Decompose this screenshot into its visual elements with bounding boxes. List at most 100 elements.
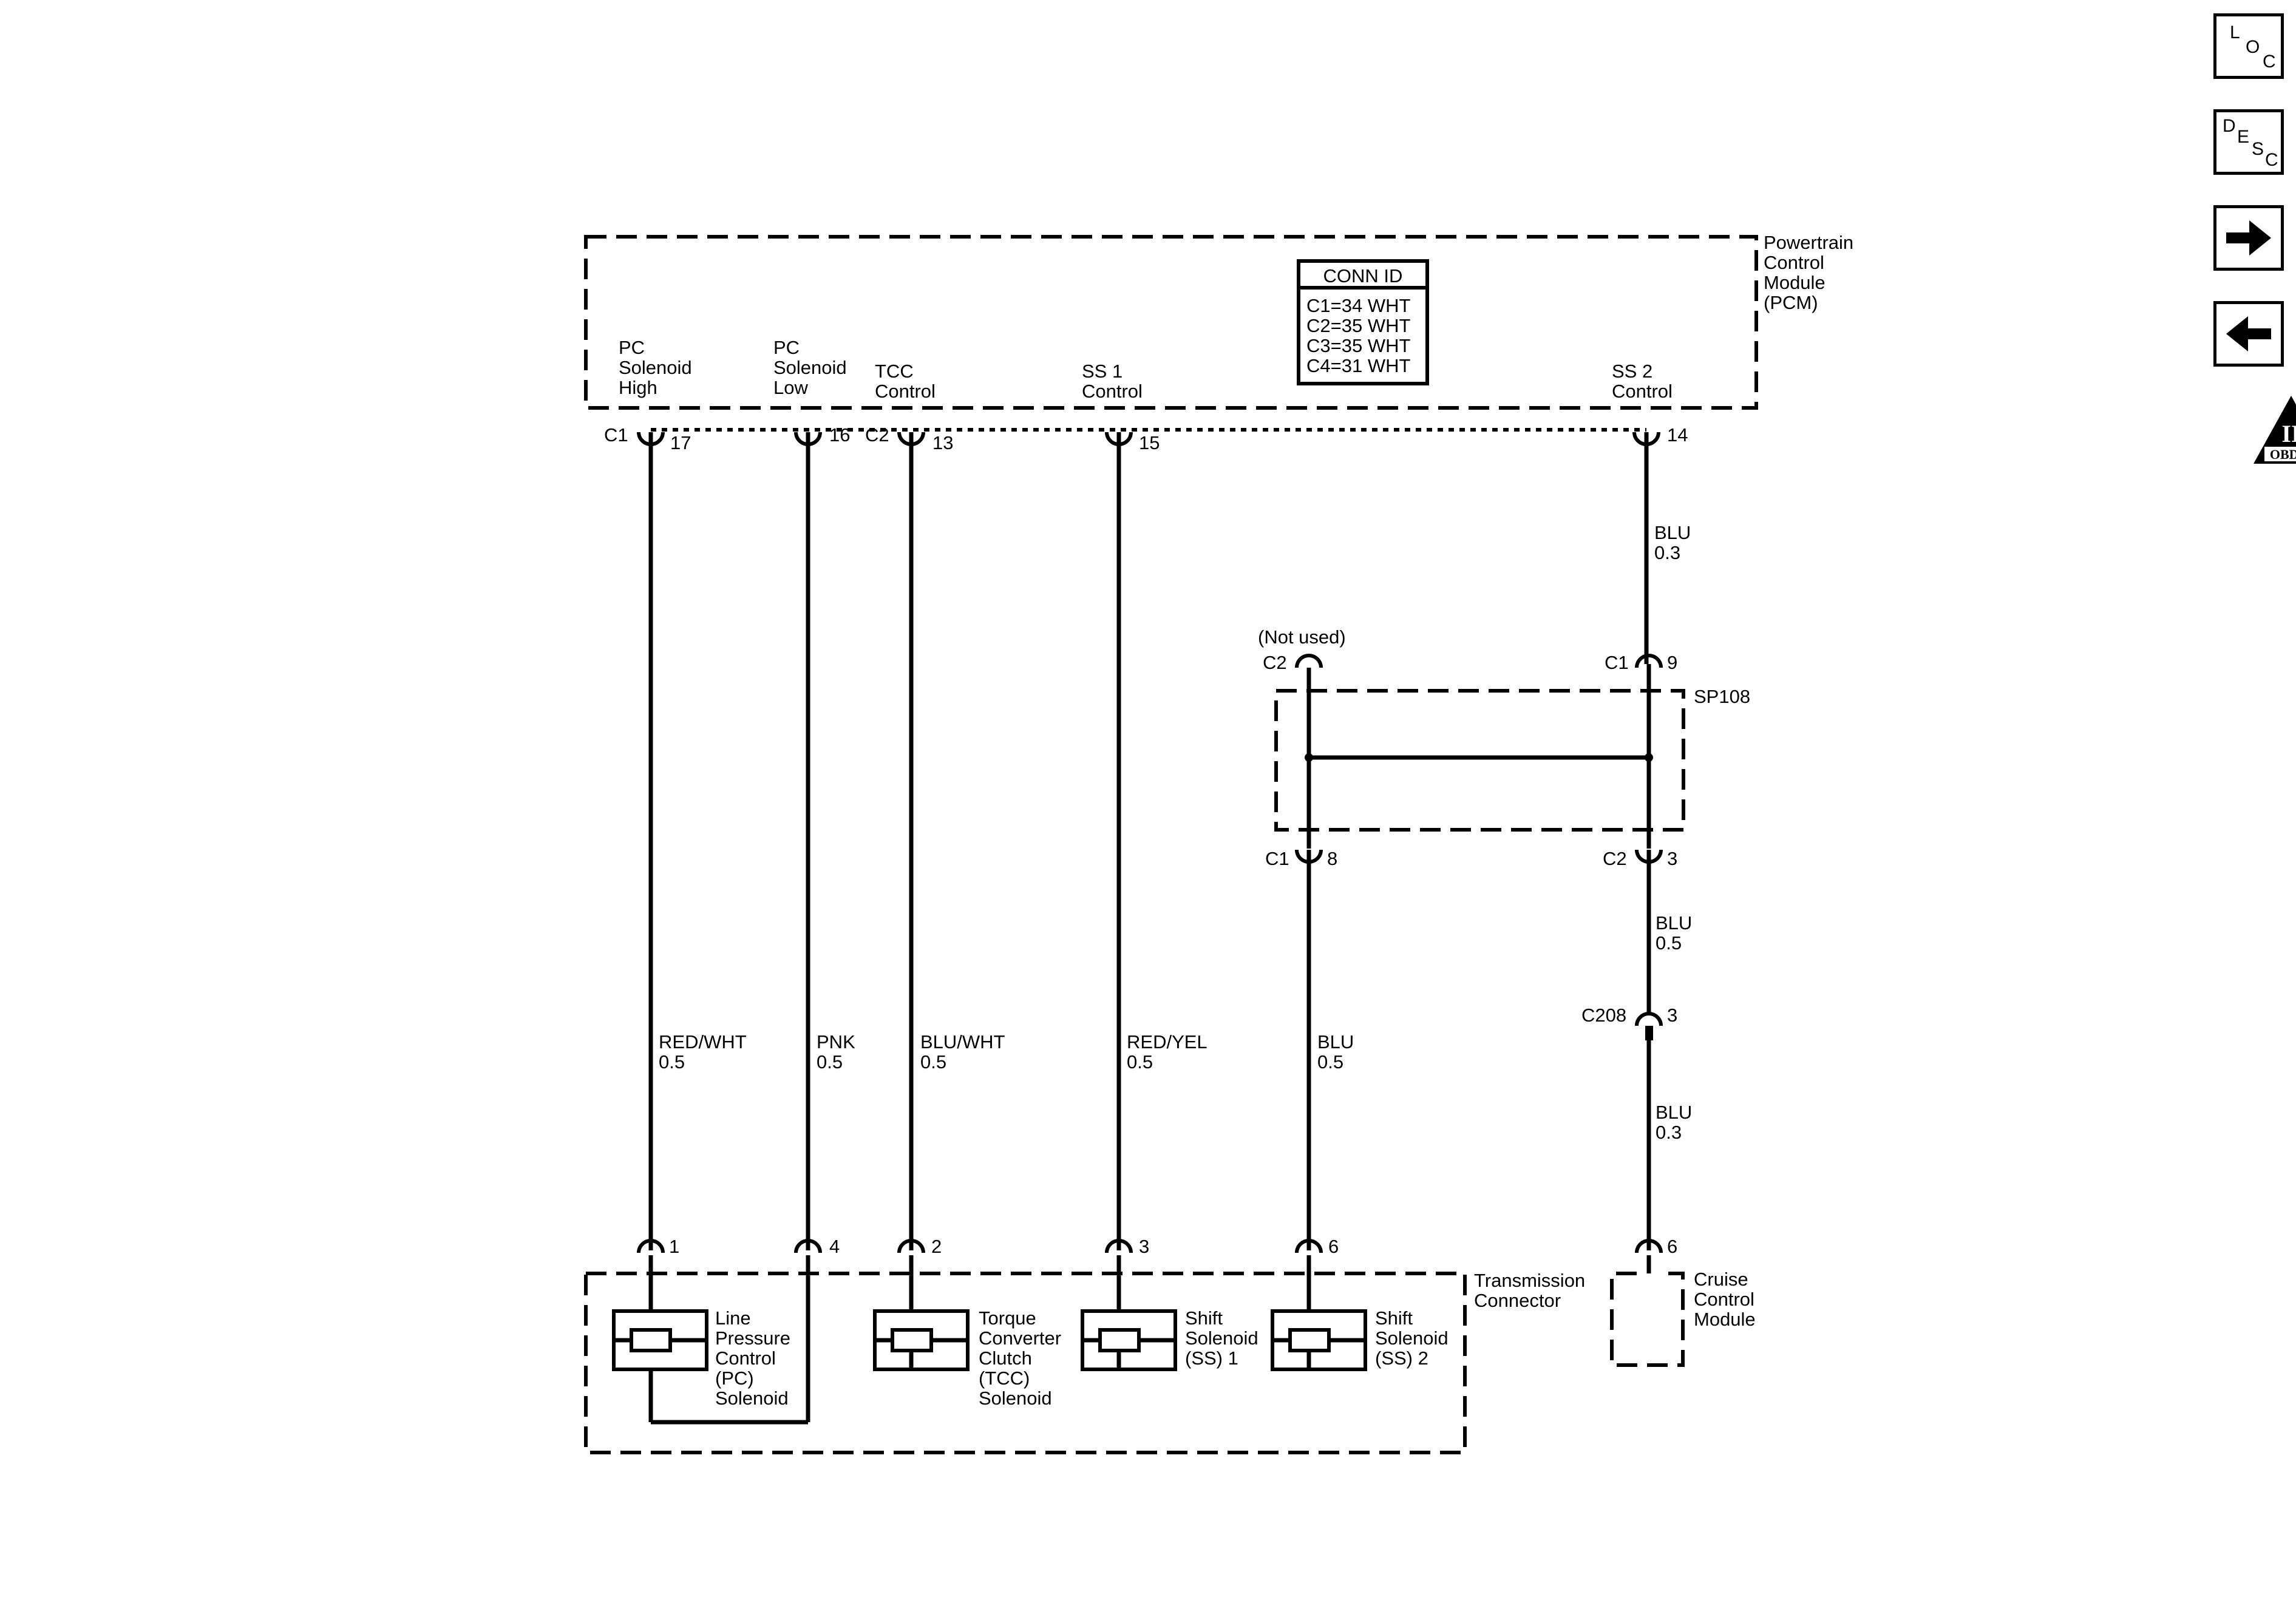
- pcm-title-1: Powertrain: [1764, 232, 1853, 253]
- signal-ss2-1: SS 2: [1612, 361, 1652, 382]
- pc-solenoid-label-3: Control: [715, 1348, 776, 1369]
- ss1-solenoid-label-2: Solenoid: [1185, 1327, 1258, 1349]
- trans-pin-4-connector: [794, 1239, 822, 1253]
- signal-pc-high-2: Solenoid: [619, 357, 692, 378]
- wire-8-gauge: 0.3: [1656, 1122, 1682, 1143]
- tcc-solenoid-label-2: Converter: [979, 1327, 1061, 1349]
- wire-4-color: RED/YEL: [1127, 1031, 1207, 1053]
- c208-connector: [1635, 1012, 1663, 1026]
- signal-ss1-2: Control: [1082, 381, 1143, 402]
- sp108-boundary: [1274, 689, 1685, 832]
- splice-node-left: [1305, 753, 1313, 762]
- loc-letter-c: C: [2263, 52, 2276, 72]
- wire-2-gauge: 0.5: [817, 1051, 843, 1073]
- trans-pin-4: 4: [829, 1236, 840, 1257]
- cruise-title-2: Control: [1694, 1289, 1754, 1310]
- cruise-title-1: Cruise: [1694, 1269, 1748, 1290]
- pcm-conn-c1: C1: [604, 424, 628, 446]
- wire-7-gauge: 0.5: [1656, 932, 1682, 954]
- splice-bottom-left-conn: C1: [1265, 848, 1289, 869]
- ss2-solenoid-label-2: Solenoid: [1375, 1327, 1449, 1349]
- tcc-solenoid: [873, 1309, 970, 1371]
- pc-solenoid-label-1: Line: [715, 1307, 751, 1329]
- splice-bottom-left-pin: 8: [1327, 848, 1337, 869]
- cruise-boundary: [1610, 1272, 1685, 1367]
- signal-ss1-1: SS 1: [1082, 361, 1123, 382]
- desc-button[interactable]: D E S C: [2213, 109, 2284, 175]
- wire-2-color: PNK: [817, 1031, 855, 1053]
- trans-pin-2-connector: [897, 1239, 925, 1253]
- wire-7-color: BLU: [1656, 912, 1692, 934]
- pcm-conn-c2: C2: [865, 424, 889, 446]
- tcc-solenoid-label-3: Clutch: [979, 1348, 1032, 1369]
- conn-id-row-4: C4=31 WHT: [1306, 355, 1410, 376]
- obd-ii-icon: II OBD II: [2254, 396, 2296, 464]
- splice-top-left-connector: [1295, 654, 1323, 668]
- wire-6-gauge: 0.3: [1654, 542, 1680, 563]
- conn-id-header: CONN ID: [1323, 265, 1403, 286]
- back-button[interactable]: [2213, 301, 2284, 367]
- splice-top-right-pin: 9: [1667, 652, 1677, 673]
- signal-pc-low-1: PC: [773, 337, 800, 358]
- signal-tcc-1: TCC: [875, 361, 914, 382]
- pcm-boundary: [584, 235, 1758, 410]
- pcm-pin-14: 14: [1667, 424, 1688, 446]
- ss1-solenoid-label-3: (SS) 1: [1185, 1348, 1238, 1369]
- wiring-diagram: Powertrain Control Module (PCM) CONN ID …: [584, 232, 1853, 1454]
- wire-6-color: BLU: [1654, 522, 1691, 543]
- pcm-pin-17: 17: [670, 432, 691, 453]
- pcm-title-3: Module: [1764, 272, 1826, 293]
- loc-button[interactable]: L O C: [2213, 13, 2284, 79]
- tcc-solenoid-label-1: Torque: [979, 1307, 1036, 1329]
- cruise-title-3: Module: [1694, 1309, 1756, 1330]
- conn-id-row-3: C3=35 WHT: [1306, 335, 1410, 356]
- wire-3-gauge: 0.5: [920, 1051, 946, 1073]
- ss2-solenoid-label-1: Shift: [1375, 1307, 1413, 1329]
- trans-pin-2: 2: [931, 1236, 942, 1257]
- pcm-title-4: (PCM): [1764, 292, 1818, 313]
- c208-terminal: [1645, 1026, 1653, 1040]
- desc-letter-d: D: [2223, 116, 2236, 136]
- wire-4-gauge: 0.5: [1127, 1051, 1153, 1073]
- obd-numeral: II: [2281, 420, 2296, 447]
- transmission-title-2: Connector: [1474, 1290, 1561, 1311]
- wire-5-gauge: 0.5: [1317, 1051, 1343, 1073]
- obd-ii-button[interactable]: II OBD II: [2249, 393, 2296, 466]
- splice-top-right-conn: C1: [1605, 652, 1629, 673]
- wire-8-color: BLU: [1656, 1102, 1692, 1123]
- signal-pc-high-3: High: [619, 377, 657, 398]
- tcc-solenoid-label-5: Solenoid: [979, 1388, 1052, 1409]
- sp108-label: SP108: [1694, 686, 1750, 707]
- ss1-solenoid: [1081, 1309, 1177, 1371]
- desc-letter-s: S: [2252, 139, 2264, 159]
- signal-pc-high-1: PC: [619, 337, 645, 358]
- wire-5-color: BLU: [1317, 1031, 1354, 1053]
- forward-button[interactable]: [2213, 205, 2284, 271]
- splice-bottom-right-pin: 3: [1667, 848, 1677, 869]
- pcm-pin-15: 15: [1139, 432, 1160, 453]
- conn-id-table: CONN ID C1=34 WHT C2=35 WHT C3=35 WHT C4…: [1297, 259, 1429, 385]
- splice-node-right: [1645, 753, 1653, 762]
- pc-solenoid-label-4: (PC): [715, 1368, 754, 1389]
- pcm-pin-13: 13: [932, 432, 953, 453]
- splice-not-used: (Not used): [1258, 626, 1346, 648]
- arrow-left-icon: [2226, 316, 2271, 351]
- loc-letter-o: O: [2246, 37, 2260, 57]
- pcm-title-2: Control: [1764, 252, 1824, 273]
- conn-id-row-1: C1=34 WHT: [1306, 295, 1410, 316]
- trans-pin-6-connector: [1295, 1239, 1323, 1253]
- obd-label: OBD II: [2270, 447, 2296, 462]
- trans-pin-6: 6: [1328, 1236, 1339, 1257]
- tcc-solenoid-label-4: (TCC): [979, 1368, 1030, 1389]
- splice-top-right-connector: [1635, 654, 1663, 668]
- wire-1-color: RED/WHT: [659, 1031, 747, 1053]
- signal-pc-low-2: Solenoid: [773, 357, 847, 378]
- splice-top-left-conn: C2: [1263, 652, 1287, 673]
- signal-pc-low-3: Low: [773, 377, 808, 398]
- wire-3-color: BLU/WHT: [920, 1031, 1005, 1053]
- signal-tcc-2: Control: [875, 381, 936, 402]
- loc-letter-l: L: [2230, 22, 2240, 42]
- arrow-right-icon: [2226, 220, 2271, 256]
- ss1-solenoid-label-1: Shift: [1185, 1307, 1223, 1329]
- conn-id-row-2: C2=35 WHT: [1306, 315, 1410, 336]
